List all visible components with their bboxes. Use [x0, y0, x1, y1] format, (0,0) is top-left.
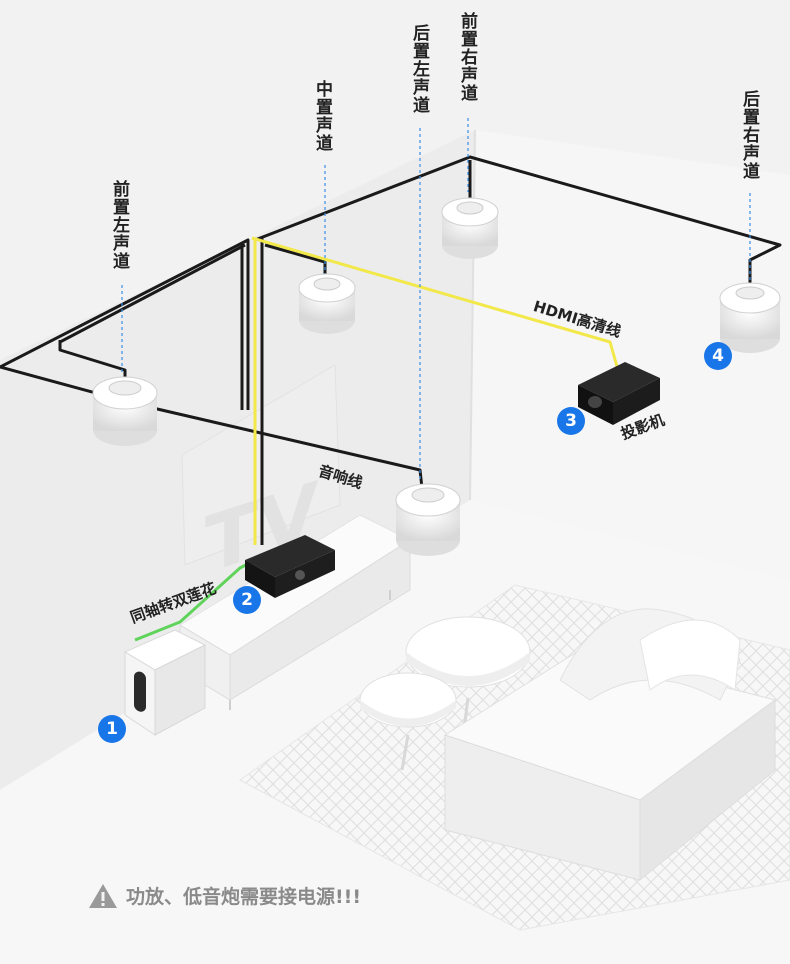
- subwoofer: [123, 629, 207, 736]
- back-wall: [470, 130, 790, 580]
- sofa: [443, 608, 777, 882]
- speaker-front-right: [441, 197, 499, 259]
- badge-rear-right-speaker: 4: [704, 342, 732, 370]
- label-rear-left: 后置左声道: [409, 24, 429, 114]
- speaker-center: [298, 273, 356, 334]
- label-front-left: 前置左声道: [109, 180, 129, 270]
- warning-text: 功放、低音炮需要接电源!!!: [126, 886, 361, 908]
- label-front-right: 前置右声道: [457, 12, 477, 102]
- label-rear-right: 后置右声道: [739, 90, 759, 180]
- badge-subwoofer: 1: [98, 715, 126, 743]
- leader-lines: [121, 118, 751, 480]
- speaker-front-left: [92, 376, 158, 446]
- av-receiver: [245, 535, 335, 598]
- badge-amplifier: 2: [233, 586, 261, 614]
- badge-projector: 3: [557, 407, 585, 435]
- power-warning: 功放、低音炮需要接电源!!!: [88, 882, 361, 909]
- speaker-rear-left: [395, 483, 461, 556]
- label-center: 中置声道: [312, 80, 332, 152]
- speaker-rear-right: [719, 282, 781, 353]
- projector: [578, 362, 660, 425]
- hdmi-cable: [251, 236, 620, 545]
- warning-icon: [89, 883, 117, 908]
- coffee-tables: [359, 616, 531, 771]
